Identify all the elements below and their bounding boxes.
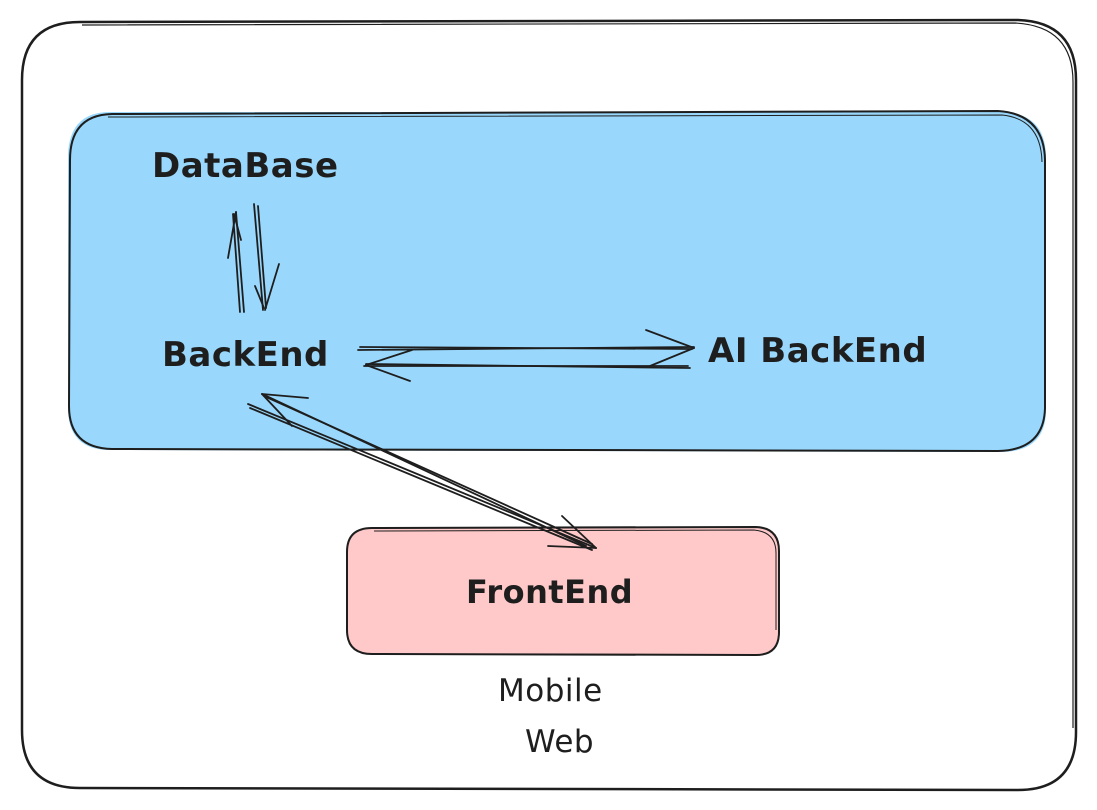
ai-backend-label: AI BackEnd — [708, 331, 928, 371]
arrow-database-backend — [227, 203, 280, 313]
frontend-box — [346, 525, 780, 657]
arrow-backend-frontend — [247, 393, 597, 551]
web-label: Web — [525, 724, 595, 760]
frontend-label: FrontEnd — [466, 573, 634, 611]
server-region — [67, 109, 1046, 453]
database-label: DataBase — [152, 146, 339, 186]
backend-label: BackEnd — [162, 335, 329, 375]
mobile-label: Mobile — [498, 673, 603, 709]
arrow-backend-ai-backend — [357, 329, 695, 382]
